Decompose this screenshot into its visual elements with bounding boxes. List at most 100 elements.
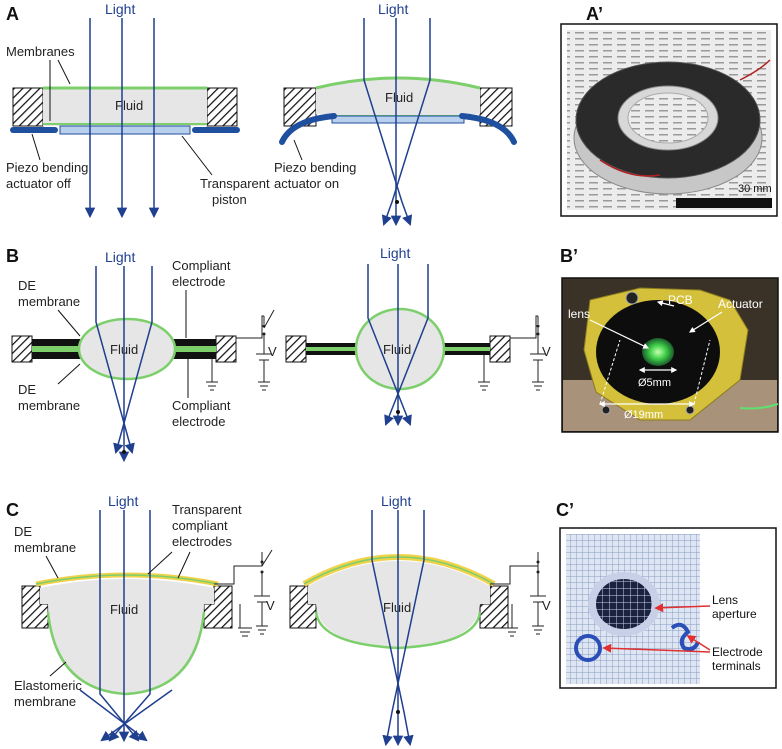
fluid-label: Fluid bbox=[383, 600, 411, 615]
photo-b-prime: PCB Actuator lens Ø5mm Ø19mm bbox=[561, 277, 779, 433]
fluid-label: Fluid bbox=[383, 342, 411, 357]
de-label-1: DE bbox=[14, 524, 32, 539]
anchor-right bbox=[489, 335, 511, 363]
elastomeric-membrane bbox=[46, 611, 206, 696]
piezo-actuator-left bbox=[279, 113, 337, 145]
piezo-on-label-1: Piezo bending bbox=[274, 160, 356, 175]
lens-label: lens bbox=[568, 307, 590, 321]
circuit-wire bbox=[235, 315, 264, 349]
light-ray bbox=[382, 510, 425, 747]
light-label: Light bbox=[105, 1, 135, 17]
fluid-lens bbox=[77, 317, 177, 381]
scale-bar bbox=[676, 198, 772, 208]
panel-label-c-prime: C’ bbox=[556, 500, 574, 520]
fluid-chamber bbox=[43, 88, 207, 126]
de-top-label-1: DE bbox=[18, 278, 36, 293]
de-membrane bbox=[35, 574, 219, 585]
voltage-label: V bbox=[268, 344, 277, 359]
diameter-19mm-label: Ø19mm bbox=[624, 409, 663, 421]
diameter-5mm-label: Ø5mm bbox=[638, 377, 671, 389]
ground-symbol bbox=[506, 627, 518, 637]
panel-label-b: B bbox=[6, 246, 19, 266]
focal-point bbox=[122, 450, 126, 454]
electrode-terminal-right bbox=[670, 622, 700, 652]
anchor-left bbox=[11, 335, 33, 363]
battery-symbol bbox=[254, 595, 270, 635]
light-ray bbox=[367, 264, 412, 426]
fluid-chamber bbox=[308, 561, 490, 648]
photo-c-prime: Lens aperture Electrode terminals bbox=[559, 527, 777, 689]
tce-label-2: compliant bbox=[172, 518, 228, 533]
light-ray bbox=[113, 266, 153, 455]
battery-symbol bbox=[256, 353, 272, 391]
light-ray bbox=[381, 18, 431, 226]
lens-aperture bbox=[596, 579, 652, 629]
fluid-chamber bbox=[316, 78, 480, 120]
housing-right bbox=[206, 87, 238, 127]
elasto-label-2: membrane bbox=[14, 694, 76, 709]
light-ray bbox=[384, 264, 429, 426]
voltage-label: V bbox=[542, 598, 551, 613]
light-label: Light bbox=[108, 493, 138, 509]
voltage-label: V bbox=[266, 598, 275, 613]
light-label: Light bbox=[381, 493, 411, 509]
piston-label-2: piston bbox=[212, 192, 247, 207]
lens-view bbox=[627, 92, 709, 144]
light-ray bbox=[100, 689, 173, 742]
voltage-label: V bbox=[542, 344, 551, 359]
diagram-c-off: Light Fluid V DE membrane Transparent co… bbox=[14, 493, 275, 743]
ce-top-label-2: electrode bbox=[172, 274, 225, 289]
circuit-wire bbox=[490, 552, 539, 585]
circuit-wire bbox=[214, 552, 263, 585]
top-membrane bbox=[315, 76, 481, 90]
actuator-label: Actuator bbox=[718, 297, 763, 311]
diagram-a-off: Light Fluid Membranes Piezo bending actu… bbox=[6, 1, 270, 219]
elasto-label-1: Elastomeric bbox=[14, 678, 82, 693]
de-top-label-2: membrane bbox=[18, 294, 80, 309]
ground-symbol bbox=[478, 381, 490, 391]
pcb-label: PCB bbox=[668, 293, 693, 307]
de-label-2: membrane bbox=[14, 540, 76, 555]
membrane-stripe bbox=[32, 346, 82, 352]
focal-point bbox=[396, 410, 400, 414]
leader-line bbox=[181, 135, 213, 176]
focal-point bbox=[395, 200, 399, 204]
diagram-c-on: Light Fluid V bbox=[289, 493, 551, 747]
diagram-a-on: Light Fluid Piezo bending actuator on bbox=[274, 1, 517, 227]
light-label: Light bbox=[105, 249, 135, 265]
leader-line bbox=[57, 59, 71, 85]
leader-line bbox=[45, 555, 59, 579]
terminals-label-2: terminals bbox=[712, 659, 761, 673]
piezo-actuator-right bbox=[459, 113, 517, 145]
ground-symbol bbox=[238, 627, 252, 637]
terminals-label-1: Electrode bbox=[712, 645, 763, 659]
ce-top-label-1: Compliant bbox=[172, 258, 231, 273]
leader-line bbox=[49, 661, 67, 677]
ground-wire bbox=[239, 604, 244, 629]
piezo-off-label-1: Piezo bending bbox=[6, 160, 88, 175]
light-ray bbox=[371, 510, 414, 747]
scale-label: 30 mm bbox=[738, 183, 772, 195]
membrane-stripe bbox=[306, 347, 362, 351]
photo-a-prime: 30 mm bbox=[560, 23, 778, 217]
light-label: Light bbox=[378, 1, 408, 17]
membrane-stripe bbox=[172, 346, 216, 352]
battery-symbol bbox=[530, 353, 546, 391]
panel-label-c: C bbox=[6, 500, 19, 520]
de-bot-label-1: DE bbox=[18, 382, 36, 397]
leader-line bbox=[57, 309, 81, 337]
light-label: Light bbox=[380, 245, 410, 261]
ground-symbol bbox=[206, 381, 218, 391]
light-ray bbox=[95, 266, 135, 455]
panel-label-b-prime: B’ bbox=[560, 246, 578, 266]
electrode-terminal-left bbox=[574, 634, 602, 662]
leader-line bbox=[147, 551, 173, 575]
piezo-actuator-left bbox=[10, 127, 58, 133]
tce-label-3: electrodes bbox=[172, 534, 232, 549]
lens-center bbox=[642, 338, 674, 366]
aperture-label-2: aperture bbox=[712, 607, 757, 621]
leader-line bbox=[57, 363, 81, 385]
diagram-b-on: Light Fluid V bbox=[285, 245, 551, 427]
de-bot-label-2: membrane bbox=[18, 398, 80, 413]
